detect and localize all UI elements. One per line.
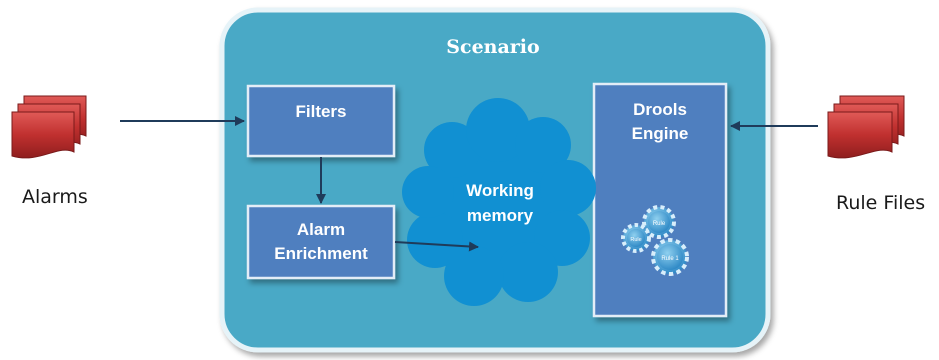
rule-files-label: Rule Files [836,192,926,214]
drools-engine-line1: Drools [633,100,687,119]
alarm-enrichment-box [246,204,396,280]
gear-icon: Rule 1 [651,238,689,276]
alarm-enrichment-label: Alarm Enrichment [248,218,394,266]
working-memory-cloud [402,98,596,306]
drools-engine-box [592,82,728,318]
gear-label-1: Rule [653,221,666,227]
filters-label: Filters [248,100,394,124]
rule-files-document-stack-icon [827,95,905,159]
gear-icon: Rule [642,205,676,239]
working-memory-line2: memory [466,206,534,225]
filters-box [246,84,396,158]
drools-engine-line2: Engine [631,124,689,143]
scenario-title: Scenario [446,36,540,58]
working-memory-line1: Working [466,181,534,200]
gear-label-3: Rule 1 [661,256,679,262]
drools-engine-label: Drools Engine [594,98,726,146]
alarms-document-stack-icon [11,95,87,159]
alarms-label: Alarms [22,186,88,208]
gear-icon: Rule [621,223,651,253]
alarm-enrichment-line2: Enrichment [274,244,368,263]
filters-label-text: Filters [295,102,347,121]
working-memory-label: Working memory [425,178,575,228]
gear-label-2: Rule [630,237,641,243]
enrichment-to-memory-arrow [394,241,479,252]
alarm-enrichment-line1: Alarm [296,220,346,239]
